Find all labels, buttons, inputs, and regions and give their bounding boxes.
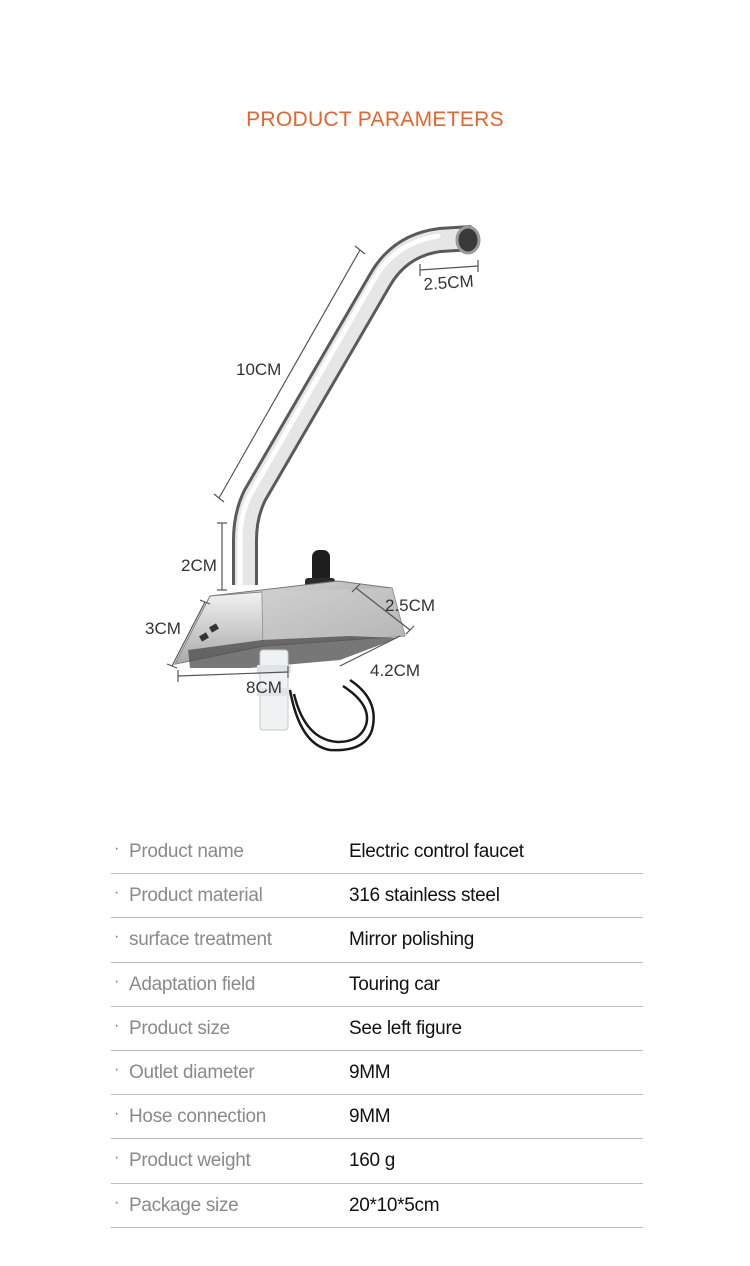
bullet-icon: · [114,1193,120,1211]
bullet-icon: · [114,1105,120,1123]
dim-pipe-length: 10CM [236,360,281,379]
spec-value: Mirror polishing [349,929,475,951]
spec-label: Product weight [129,1150,251,1172]
spec-value: See left figure [349,1017,462,1039]
spec-row: · Outlet diameter 9MM [111,1051,643,1096]
spec-table: · Product name Electric control faucet · Pro… [111,830,643,1228]
spec-label: surface treatment [129,929,272,951]
spec-value: 9MM [349,1061,391,1083]
spec-row: · Product name Electric control faucet [111,830,643,875]
page-title: PRODUCT PARAMETERS [246,108,504,131]
spec-label: Package size [129,1194,239,1216]
bullet-icon: · [114,884,120,902]
spec-label: Product size [129,1017,230,1039]
spec-value: Electric control faucet [349,841,524,862]
bullet-icon: · [114,1060,120,1078]
bullet-icon: · [114,1149,120,1167]
spec-label: Product material [129,885,263,907]
spec-value: 20*10*5cm [349,1194,440,1216]
dim-neck: 2CM [181,556,217,575]
faucet-illustration: 2.5CM 10CM 2CM 3CM 2.5CM 8CM 4.2CM [145,225,481,752]
dim-base-side: 4.2CM [370,661,420,680]
dim-outlet: 2.5CM [423,272,474,294]
spec-value: 9MM [349,1106,391,1128]
spec-row: · Product size See left figure [111,1007,643,1051]
spec-row: · Product material 316 stainless steel [111,874,643,919]
spec-row: · Package size 20*10*5cm [111,1184,643,1228]
spec-row: · Product weight 160 g [111,1139,643,1184]
bullet-icon: · [114,928,120,946]
dimension-lines [166,245,479,682]
spec-value: 316 stainless steel [349,885,500,907]
hose-connector-icon [257,649,291,731]
spec-value: 160 g [349,1150,396,1172]
spec-label: Outlet diameter [129,1061,255,1083]
spec-label: Hose connection [129,1106,267,1128]
faucet-pipe [232,225,481,588]
spec-row: · Adaptation field Touring car [111,963,643,1007]
dim-base-depth: 2.5CM [385,596,435,615]
dim-base-width: 8CM [246,678,282,697]
spec-label: Adaptation field [129,973,256,995]
spec-row: · surface treatment Mirror polishing [111,918,643,963]
spec-value: Touring car [349,973,440,995]
bullet-icon: · [114,840,120,857]
bullet-icon: · [114,972,120,990]
bullet-icon: · [114,1016,120,1034]
spec-row: · Hose connection 9MM [111,1095,643,1140]
dim-base-height: 3CM [145,619,181,638]
faucet-base [174,580,406,668]
spec-label: Product name [129,841,244,862]
wire-cables [288,678,375,752]
